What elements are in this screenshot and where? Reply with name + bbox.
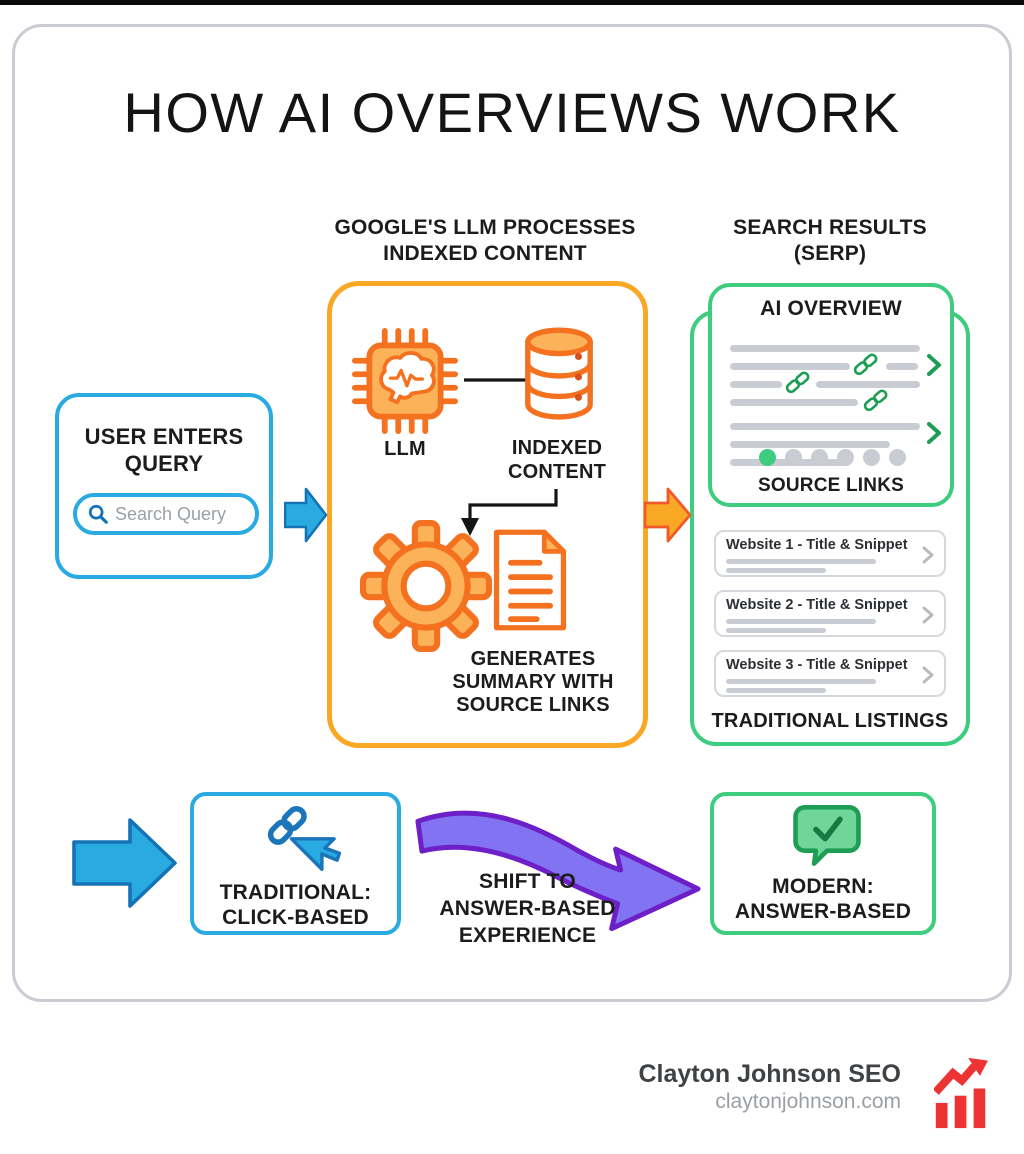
- chevron-right-icon: [922, 546, 934, 564]
- top-border-strip: [0, 0, 1024, 5]
- carousel-dot-active: [759, 449, 776, 466]
- chat-check-icon: [790, 802, 864, 873]
- listing-title: Website 3 - Title & Snippet: [726, 657, 908, 673]
- text-placeholder-bar: [726, 559, 876, 564]
- generator-gear-icon: [360, 520, 492, 657]
- text-placeholder-bar: [886, 363, 918, 370]
- page-title: HOW AI OVERVIEWS WORK: [123, 81, 901, 144]
- text-placeholder-bar: [730, 399, 858, 406]
- ai-overview-title: AI OVERVIEW: [760, 297, 902, 320]
- brand-name: Clayton Johnson SEO: [638, 1060, 901, 1088]
- serp-listing-2: Website 2 - Title & Snippet: [714, 590, 946, 637]
- listing-title: Website 2 - Title & Snippet: [726, 597, 908, 613]
- carousel-dot: [785, 449, 802, 466]
- source-link-icon: [852, 351, 880, 382]
- generates-summary-label: GENERATES SUMMARY WITH SOURCE LINKS: [452, 648, 614, 716]
- text-placeholder-bar: [726, 679, 876, 684]
- text-placeholder-bar: [730, 423, 920, 430]
- carousel-dot: [837, 449, 854, 466]
- flow-arrow-process-to-serp: [643, 487, 692, 548]
- text-placeholder-bar: [816, 381, 920, 388]
- carousel-dot: [811, 449, 828, 466]
- ai-overview-card: AI OVERVIEW: [708, 283, 954, 507]
- llm-label: LLM: [384, 438, 426, 460]
- brand-logo-icon: [932, 1056, 988, 1135]
- search-icon: [87, 503, 109, 525]
- text-placeholder-bar: [726, 568, 826, 573]
- serp-listing-3: Website 3 - Title & Snippet: [714, 650, 946, 697]
- traditional-listings-label: TRADITIONAL LISTINGS: [711, 710, 949, 732]
- serp-listing-1: Website 1 - Title & Snippet: [714, 530, 946, 577]
- shift-arrow: [410, 797, 708, 942]
- text-placeholder-bar: [730, 345, 920, 352]
- flow-arrow-user-to-process: [283, 487, 328, 548]
- source-link-icon: [862, 387, 890, 418]
- chevron-right-icon: [926, 421, 942, 450]
- traditional-click-box: TRADITIONAL: CLICK-BASED: [190, 792, 401, 935]
- listing-title: Website 1 - Title & Snippet: [726, 537, 908, 553]
- process-column-header: GOOGLE'S LLM PROCESSES INDEXED CONTENT: [334, 216, 636, 265]
- brand-website: claytonjohnson.com: [715, 1090, 901, 1113]
- chevron-right-icon: [926, 353, 942, 382]
- search-field[interactable]: [73, 493, 259, 535]
- chevron-right-icon: [922, 606, 934, 624]
- text-placeholder-bar: [726, 628, 826, 633]
- modern-answer-box: MODERN: ANSWER-BASED: [710, 792, 936, 935]
- llm-chip-icon: [352, 328, 458, 439]
- carousel-dot: [889, 449, 906, 466]
- text-placeholder-bar: [730, 363, 850, 370]
- serp-column-header: SEARCH RESULTS (SERP): [733, 216, 927, 265]
- search-query-input[interactable]: [115, 503, 245, 525]
- source-carousel-dots: [759, 449, 906, 466]
- chevron-right-icon: [922, 666, 934, 684]
- arrow-indexed-to-generator: [455, 488, 571, 545]
- summary-document-icon: [487, 527, 573, 638]
- text-placeholder-bar: [730, 381, 782, 388]
- shift-label: SHIFT TO ANSWER-BASED EXPERIENCE: [439, 870, 616, 947]
- text-placeholder-bar: [726, 688, 826, 693]
- carousel-dot: [863, 449, 880, 466]
- text-placeholder-bar: [730, 441, 890, 448]
- traditional-click-label: TRADITIONAL: CLICK-BASED: [219, 881, 372, 929]
- big-blue-arrow: [72, 817, 178, 914]
- indexed-content-database-icon: [520, 326, 598, 429]
- user-query-heading: USER ENTERS QUERY: [84, 424, 244, 476]
- text-placeholder-bar: [726, 619, 876, 624]
- modern-answer-label: MODERN: ANSWER-BASED: [734, 875, 912, 923]
- link-cursor-icon: [252, 798, 348, 885]
- indexed-content-label: INDEXED CONTENT: [507, 437, 607, 483]
- user-query-box: USER ENTERS QUERY: [55, 393, 273, 579]
- source-link-icon: [784, 369, 812, 400]
- source-links-label: SOURCE LINKS: [758, 475, 904, 496]
